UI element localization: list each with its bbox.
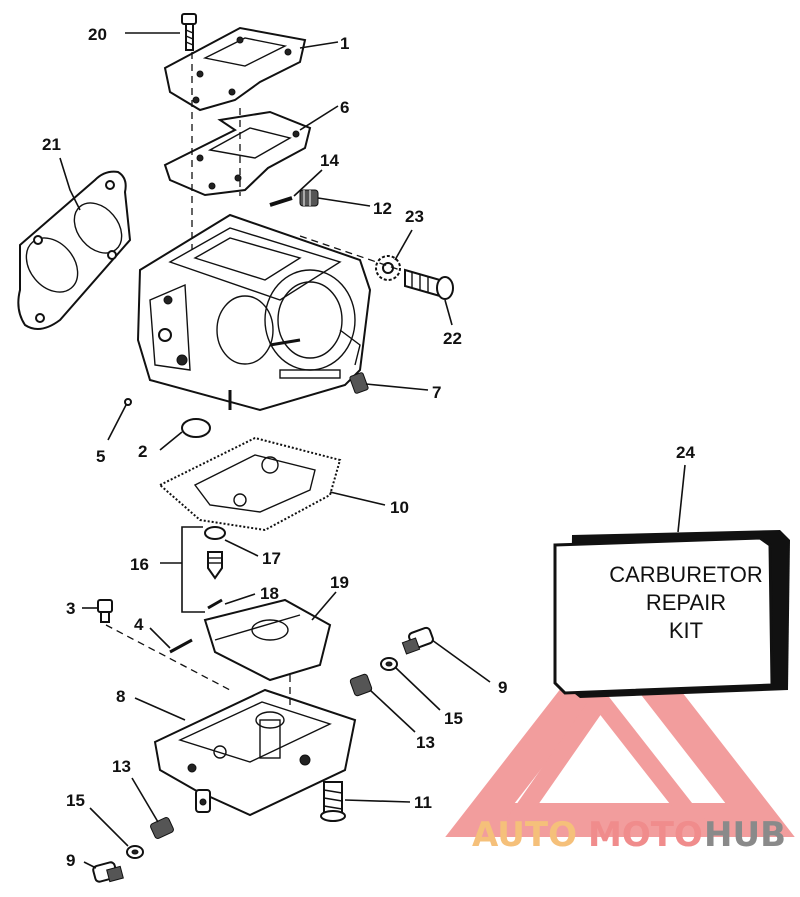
kit-label-line2: REPAIR	[646, 590, 726, 615]
callout-13-lower: 13	[112, 757, 131, 776]
part-17-o-ring	[204, 526, 226, 540]
part-13-main-jet-lower	[150, 817, 174, 839]
callout-5: 5	[96, 447, 105, 466]
callout-labels: 20 1 6 21 14 12 23 22 7 5 2 10 16 17 18 …	[42, 25, 695, 870]
watermark-text: AUTO MOTO HUB	[472, 815, 786, 855]
callout-4: 4	[134, 615, 144, 634]
callout-15-lower: 15	[66, 791, 85, 810]
callout-18: 18	[260, 584, 279, 603]
part-19-float	[203, 598, 332, 682]
watermark-part3: HUB	[704, 815, 786, 855]
callout-13-upper: 13	[416, 733, 435, 752]
part-24-repair-kit-box	[553, 530, 790, 698]
callout-8: 8	[116, 687, 125, 706]
callout-21: 21	[42, 135, 61, 154]
part-3-screw	[97, 599, 113, 623]
callout-2: 2	[138, 442, 147, 461]
callout-14: 14	[320, 151, 339, 170]
part-20-screw	[181, 13, 197, 51]
part-15-washer-lower	[126, 845, 144, 859]
part-12-jet	[299, 189, 319, 207]
part-16-inlet-needle-assembly	[207, 551, 223, 580]
callout-23: 23	[405, 207, 424, 226]
callout-10: 10	[390, 498, 409, 517]
callout-9-upper: 9	[498, 678, 507, 697]
part-15-washer-upper	[380, 657, 398, 671]
part-9-drain-screw-lower	[92, 861, 124, 883]
callout-6: 6	[340, 98, 349, 117]
kit-label-line1: CARBURETOR	[609, 562, 763, 587]
part-1-cover-plate	[163, 26, 307, 112]
part-4-float-pin	[169, 638, 193, 654]
part-18-needle	[207, 598, 223, 610]
callout-20: 20	[88, 25, 107, 44]
callout-12: 12	[373, 199, 392, 218]
part-6-gasket	[163, 110, 312, 197]
part-21-flange-gasket	[17, 170, 132, 330]
watermark-part2: MOTO	[588, 815, 703, 855]
part-13-main-jet-upper	[349, 673, 373, 697]
callout-7: 7	[432, 383, 441, 402]
callout-9-lower: 9	[66, 851, 75, 870]
callout-19: 19	[330, 573, 349, 592]
part-14-pin	[269, 196, 293, 207]
callout-3: 3	[66, 599, 75, 618]
callout-1: 1	[340, 34, 349, 53]
part-9-drain-screw-upper	[401, 626, 434, 655]
leader-lines	[59, 32, 686, 869]
callout-15-upper: 15	[444, 709, 463, 728]
part-5-check-ball	[124, 398, 132, 406]
part-22-bolt	[404, 268, 454, 300]
callout-16: 16	[130, 555, 149, 574]
carburetor-body	[136, 213, 372, 412]
part-23-lock-washer	[375, 255, 401, 281]
alignment-lines	[105, 52, 401, 705]
callout-22: 22	[443, 329, 462, 348]
callout-11: 11	[414, 793, 432, 812]
part-8-float-bowl	[153, 688, 357, 817]
part-11-bolt	[320, 781, 346, 822]
part-2-plug	[181, 418, 211, 438]
watermark-part1: AUTO	[472, 815, 577, 855]
part-10-bowl-gasket	[158, 436, 342, 532]
kit-box-label: CARBURETOR REPAIR KIT	[609, 562, 763, 643]
part-7-screw	[349, 372, 369, 394]
kit-label-line3: KIT	[669, 618, 703, 643]
callout-17: 17	[262, 549, 281, 568]
callout-24: 24	[676, 443, 695, 462]
watermark-logo	[445, 612, 795, 837]
